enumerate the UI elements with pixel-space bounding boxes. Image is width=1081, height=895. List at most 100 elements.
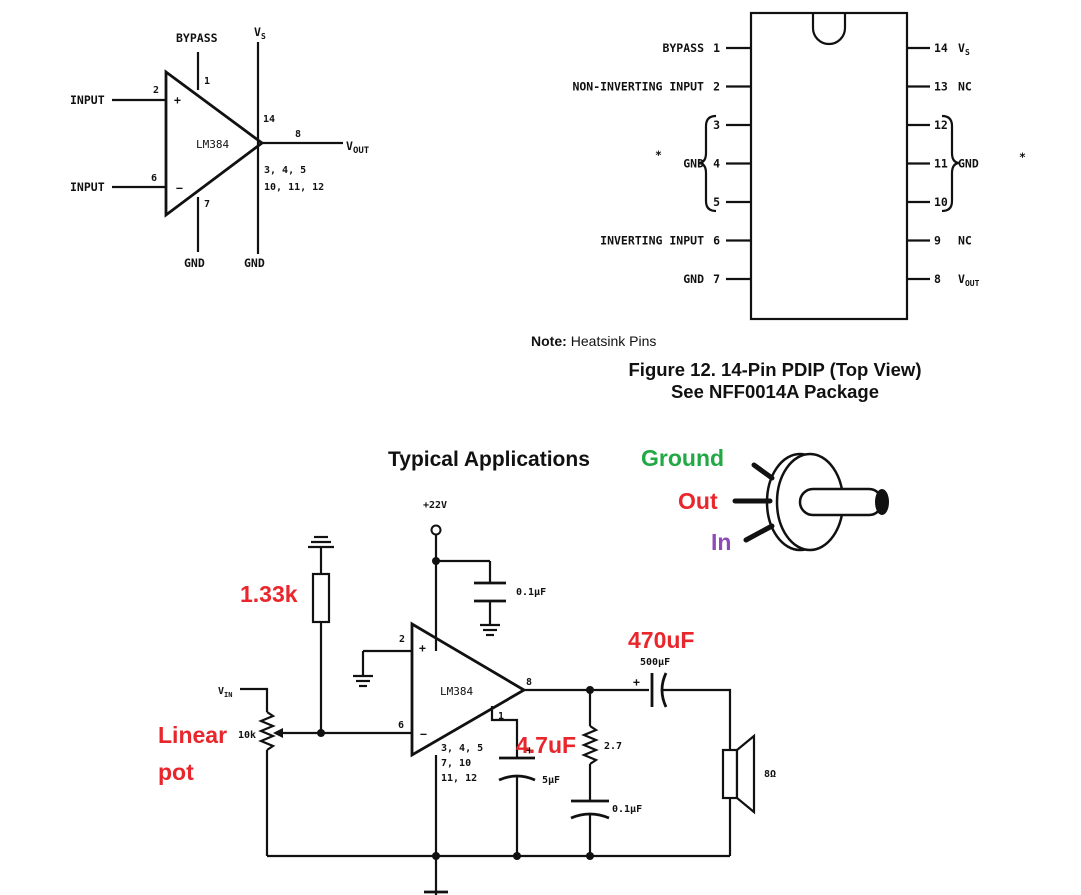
pin-2-label: 2 xyxy=(153,85,159,96)
input-plus-label: INPUT xyxy=(70,93,105,107)
ground-symbol-bypass xyxy=(480,623,500,637)
cap-01-plate-bottom xyxy=(570,812,610,820)
amplifier-triangle xyxy=(164,69,265,218)
cap-5u-plus: + xyxy=(526,743,533,757)
note-text: Note:Heatsink Pins xyxy=(531,333,656,349)
right-pin-number: 9 xyxy=(934,234,941,248)
app-pin-8: 8 xyxy=(526,677,532,688)
app-pin-2: 2 xyxy=(399,634,405,645)
left-pin-number: 7 xyxy=(713,272,720,286)
annotation-pot: pot xyxy=(158,759,194,785)
node-pin6 xyxy=(317,729,325,737)
cap-500u-plus: + xyxy=(633,675,640,689)
left-gnd-brace xyxy=(697,114,717,213)
star-left: * xyxy=(655,148,662,162)
left-pin: 3 xyxy=(713,118,751,132)
right-pin-number: 8 xyxy=(934,272,941,286)
speaker-feed-wire xyxy=(662,688,732,750)
supply-terminal xyxy=(430,524,442,536)
bypass-cap-value: 0.1μF xyxy=(516,587,546,598)
input-minus-label: INPUT xyxy=(70,180,105,194)
annotation-1k33: 1.33k xyxy=(240,581,298,607)
annotation-linear: Linear xyxy=(158,722,227,748)
package-notch xyxy=(811,13,847,46)
pin-14-label: 14 xyxy=(263,114,275,125)
right-pin: 10 xyxy=(907,195,948,209)
left-pin-label: INVERTING INPUT xyxy=(600,234,704,248)
left-pin-number: 5 xyxy=(713,195,720,209)
chip-label: LM384 xyxy=(196,138,229,151)
app-gnd-pins-a: 3, 4, 5 xyxy=(441,743,483,754)
right-pin: 8 VOUT xyxy=(907,272,980,288)
right-pin-number: 14 xyxy=(934,41,948,55)
node-ground-5u xyxy=(513,852,521,860)
pin1-wire xyxy=(490,706,519,758)
right-pin-label: VS xyxy=(958,41,970,57)
amplifier-symbol: BYPASS VS 1 2 6 14 8 7 3, 4, 5 10, 11, 1… xyxy=(70,25,370,270)
left-pin-label: GND xyxy=(683,157,704,171)
applications-title: Typical Applications xyxy=(388,448,590,471)
application-circuit: Typical Applications +22V 0.1μF xyxy=(218,448,776,895)
right-pin: 13 NC xyxy=(907,80,972,94)
right-gnd-brace xyxy=(941,114,961,213)
app-minus-sign: − xyxy=(420,727,427,741)
right-pin-number: 13 xyxy=(934,80,948,94)
right-pin-label: GND xyxy=(958,157,979,171)
gnd-pins-label-b: 10, 11, 12 xyxy=(264,182,324,193)
pin-6-label: 6 xyxy=(151,173,157,184)
app-gnd-pins-b: 7, 10 xyxy=(441,758,471,769)
left-pin: 4 GND xyxy=(683,157,751,171)
app-plus-sign: + xyxy=(419,641,426,655)
left-pin-number: 1 xyxy=(713,41,720,55)
left-pin-number: 6 xyxy=(713,234,720,248)
star-right: * xyxy=(1019,150,1026,164)
app-pin-1: 1 xyxy=(498,711,504,722)
figure-caption-line2: See NFF0014A Package xyxy=(671,381,879,402)
node-ground-zobel xyxy=(586,852,594,860)
left-pin: 6 INVERTING INPUT xyxy=(600,234,751,248)
right-pin-label: NC xyxy=(958,80,972,94)
pin-1-label: 1 xyxy=(204,76,210,87)
annotations: Ground Out In 1.33k 470uF 4.7uF Linear p… xyxy=(158,445,731,785)
figure-caption-line1: Figure 12. 14-Pin PDIP (Top View) xyxy=(629,359,922,380)
vs-label: VS xyxy=(254,25,266,41)
left-pin-number: 4 xyxy=(713,157,720,171)
lm384-label: LM384 xyxy=(440,685,473,698)
pin-7-label: 7 xyxy=(204,199,210,210)
minus-sign: − xyxy=(176,181,183,195)
annotation-ground: Ground xyxy=(641,445,724,471)
bypass-label: BYPASS xyxy=(176,31,218,45)
cap-500u-value: 500μF xyxy=(640,657,670,668)
annotation-out: Out xyxy=(678,488,718,514)
left-pin-number: 2 xyxy=(713,80,720,94)
pot-wiper-arrow xyxy=(273,728,283,738)
right-pin-label: VOUT xyxy=(958,272,980,288)
right-pin-number: 12 xyxy=(934,118,948,132)
pot-lead-ground xyxy=(751,462,775,481)
pot-lead-in xyxy=(743,523,775,543)
app-gnd-pins-c: 11, 12 xyxy=(441,773,477,784)
res-27-value: 2.7 xyxy=(604,741,622,752)
right-pin-number: 11 xyxy=(934,157,948,171)
annotation-470uf: 470uF xyxy=(628,627,694,653)
pot-shaft xyxy=(798,487,884,517)
node-ground-ic xyxy=(432,852,440,860)
potentiometer-drawing xyxy=(732,452,889,552)
app-pin-6: 6 xyxy=(398,720,404,731)
pin-8-label: 8 xyxy=(295,129,301,140)
pot-value: 10k xyxy=(238,730,256,741)
annotation-in: In xyxy=(711,529,731,555)
cap-01-value: 0.1μF xyxy=(612,804,642,815)
right-pin: 11 GND xyxy=(907,157,979,171)
cap-5u-value: 5μF xyxy=(542,775,560,786)
plus-sign: + xyxy=(174,93,181,107)
lm384-triangle xyxy=(410,621,527,758)
vin-wire xyxy=(240,687,269,712)
pot-10k-zigzag xyxy=(258,711,276,751)
speaker-icon xyxy=(721,733,756,815)
